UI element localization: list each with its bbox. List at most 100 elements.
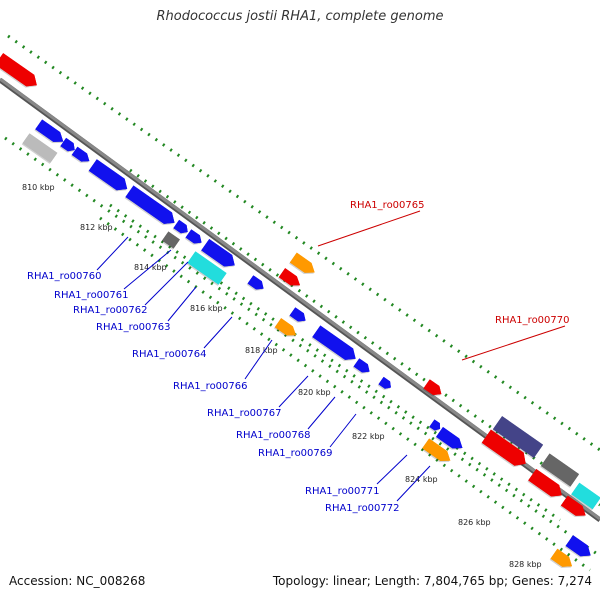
gene-feature[interactable]: [435, 427, 466, 454]
gene-label-ro00771[interactable]: RHA1_ro00771: [305, 486, 380, 497]
gene-feature[interactable]: [70, 146, 92, 167]
gene-feature[interactable]: [422, 379, 445, 400]
gene-label-ro00772[interactable]: RHA1_ro00772: [325, 503, 400, 514]
gene-arrow-face[interactable]: [492, 416, 544, 458]
gene-feature[interactable]: [172, 219, 191, 237]
gene-feature[interactable]: [273, 318, 299, 341]
gene-feature[interactable]: [428, 419, 442, 433]
gene-arrow-face[interactable]: [422, 438, 453, 465]
gene-arrow-face[interactable]: [312, 325, 359, 365]
gene-feature[interactable]: [87, 159, 131, 196]
gene-feature[interactable]: [289, 252, 318, 279]
accession-label: Accession: NC_008268: [9, 574, 146, 588]
gene-arrow-face[interactable]: [289, 252, 318, 278]
gene-feature[interactable]: [186, 251, 227, 286]
gene-arrow-face[interactable]: [565, 535, 595, 561]
gene-arrow-face[interactable]: [274, 318, 299, 340]
gene-arrow-face[interactable]: [22, 133, 58, 163]
gene-arrow-face[interactable]: [429, 419, 442, 432]
gene-feature[interactable]: [480, 429, 530, 472]
gene-arrow-face[interactable]: [173, 219, 190, 236]
gene-arrow-face[interactable]: [201, 238, 239, 271]
gene-arrow-face[interactable]: [353, 358, 373, 375]
scale-label: 824 kbp: [405, 475, 438, 484]
gene-feature[interactable]: [246, 275, 267, 294]
gene-label-ro00762[interactable]: RHA1_ro00762: [73, 305, 148, 316]
gene-feature[interactable]: [184, 229, 205, 248]
gene-arrow-face[interactable]: [60, 137, 77, 154]
gene-arrow-face[interactable]: [88, 159, 131, 195]
gene-feature[interactable]: [21, 133, 58, 164]
callout-line-ro00770: [461, 325, 566, 361]
gene-arrow-face[interactable]: [423, 379, 444, 398]
gene-feature[interactable]: [564, 535, 595, 562]
gene-feature[interactable]: [492, 416, 544, 460]
callout-line-ro00772: [396, 465, 431, 502]
gene-feature[interactable]: [560, 495, 589, 522]
gene-arrow-face[interactable]: [187, 251, 227, 285]
gene-label-ro00766[interactable]: RHA1_ro00766: [173, 381, 248, 392]
diagram-title: Rhodococcus jostii RHA1, complete genome: [156, 9, 444, 24]
gene-feature[interactable]: [549, 548, 576, 573]
gene-arrow-face[interactable]: [162, 231, 180, 249]
callout-line-ro00764: [203, 316, 233, 349]
callout-line-ro00771: [376, 454, 408, 485]
gene-feature[interactable]: [311, 325, 359, 366]
gene-arrow-face[interactable]: [571, 482, 600, 510]
gene-arrow-face[interactable]: [71, 146, 92, 166]
gene-label-ro00761[interactable]: RHA1_ro00761: [54, 290, 129, 301]
callout-line-ro00761: [123, 249, 172, 290]
gene-feature[interactable]: [34, 119, 66, 147]
gene-arrow-face[interactable]: [528, 468, 566, 501]
gene-label-ro00764[interactable]: RHA1_ro00764: [132, 349, 207, 360]
scale-label: 820 kbp: [298, 388, 331, 397]
gene-label-ro00760[interactable]: RHA1_ro00760: [27, 271, 102, 282]
gene-feature[interactable]: [570, 482, 600, 511]
gene-label-ro00770[interactable]: RHA1_ro00770: [495, 315, 570, 326]
scale-dot-line: [7, 34, 600, 452]
callout-line-ro00769: [329, 413, 357, 448]
gene-feature[interactable]: [527, 468, 566, 502]
gene-feature[interactable]: [288, 307, 309, 326]
callout-line-ro00763: [167, 286, 197, 322]
scale-dot-line: [4, 136, 600, 558]
scale-label: 822 kbp: [352, 432, 385, 441]
gene-arrow-face[interactable]: [125, 185, 178, 228]
gene-feature[interactable]: [124, 185, 179, 229]
gene-feature[interactable]: [277, 268, 303, 291]
gene-arrow-face[interactable]: [560, 495, 589, 521]
gene-feature[interactable]: [421, 438, 453, 466]
gene-arrow-face[interactable]: [278, 268, 303, 290]
gene-arrow-face[interactable]: [289, 307, 309, 324]
genome-summary: Topology: linear; Length: 7,804,765 bp; …: [272, 574, 592, 588]
gene-label-ro00765[interactable]: RHA1_ro00765: [350, 200, 425, 211]
gene-arrow-face[interactable]: [481, 429, 530, 471]
scale-label: 816 kbp: [190, 304, 223, 313]
gene-arrow-face[interactable]: [35, 119, 66, 146]
gene-label-ro00768[interactable]: RHA1_ro00768: [236, 430, 311, 441]
gene-arrow-face[interactable]: [378, 376, 394, 391]
gene-arrow-face[interactable]: [185, 229, 205, 246]
gene-label-ro00763[interactable]: RHA1_ro00763: [96, 322, 171, 333]
gene-arrow-face[interactable]: [436, 427, 466, 453]
gene-feature[interactable]: [59, 137, 78, 155]
scale-label: 812 kbp: [80, 223, 113, 232]
gene-arrow-face[interactable]: [247, 275, 267, 292]
gene-feature[interactable]: [200, 238, 239, 272]
gene-feature[interactable]: [161, 231, 180, 250]
scale-dot-line: [99, 216, 591, 572]
gene-feature[interactable]: [377, 376, 394, 392]
gene-arrow-face[interactable]: [0, 53, 41, 91]
gene-arrow-face[interactable]: [550, 548, 576, 571]
callout-line-ro00768: [307, 396, 336, 430]
gene-feature[interactable]: [540, 453, 580, 488]
gene-feature[interactable]: [352, 358, 373, 377]
gene-feature[interactable]: [0, 53, 41, 92]
scale-dot-tracks: [4, 34, 600, 572]
gene-label-ro00767[interactable]: RHA1_ro00767: [207, 408, 282, 419]
gene-features: [0, 53, 600, 573]
gene-arrow-face[interactable]: [540, 453, 580, 487]
gene-label-ro00769[interactable]: RHA1_ro00769: [258, 448, 333, 459]
